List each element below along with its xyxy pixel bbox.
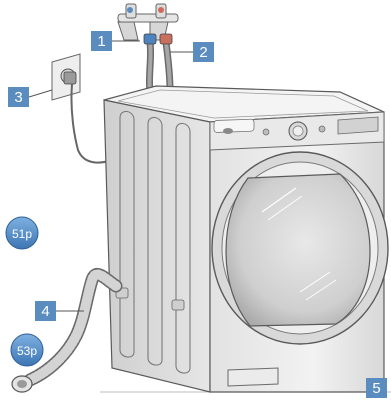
callout-5: 5 (366, 378, 387, 398)
inlet-hoses (144, 34, 172, 92)
svg-text:3: 3 (14, 89, 22, 106)
callout-2: 2 (170, 42, 214, 62)
power-socket (52, 54, 80, 100)
page-ref-53p: 53p (11, 334, 43, 366)
drain-hose (12, 274, 116, 392)
filter-cover (228, 368, 278, 386)
svg-text:4: 4 (41, 303, 49, 320)
svg-text:1: 1 (97, 33, 105, 50)
svg-text:53p: 53p (17, 344, 37, 358)
machine-door (212, 152, 388, 344)
callout-3: 3 (8, 87, 52, 107)
page-ref-51p: 51p (6, 217, 38, 249)
svg-text:51p: 51p (12, 227, 32, 241)
svg-text:2: 2 (199, 44, 207, 61)
svg-text:5: 5 (372, 380, 380, 397)
